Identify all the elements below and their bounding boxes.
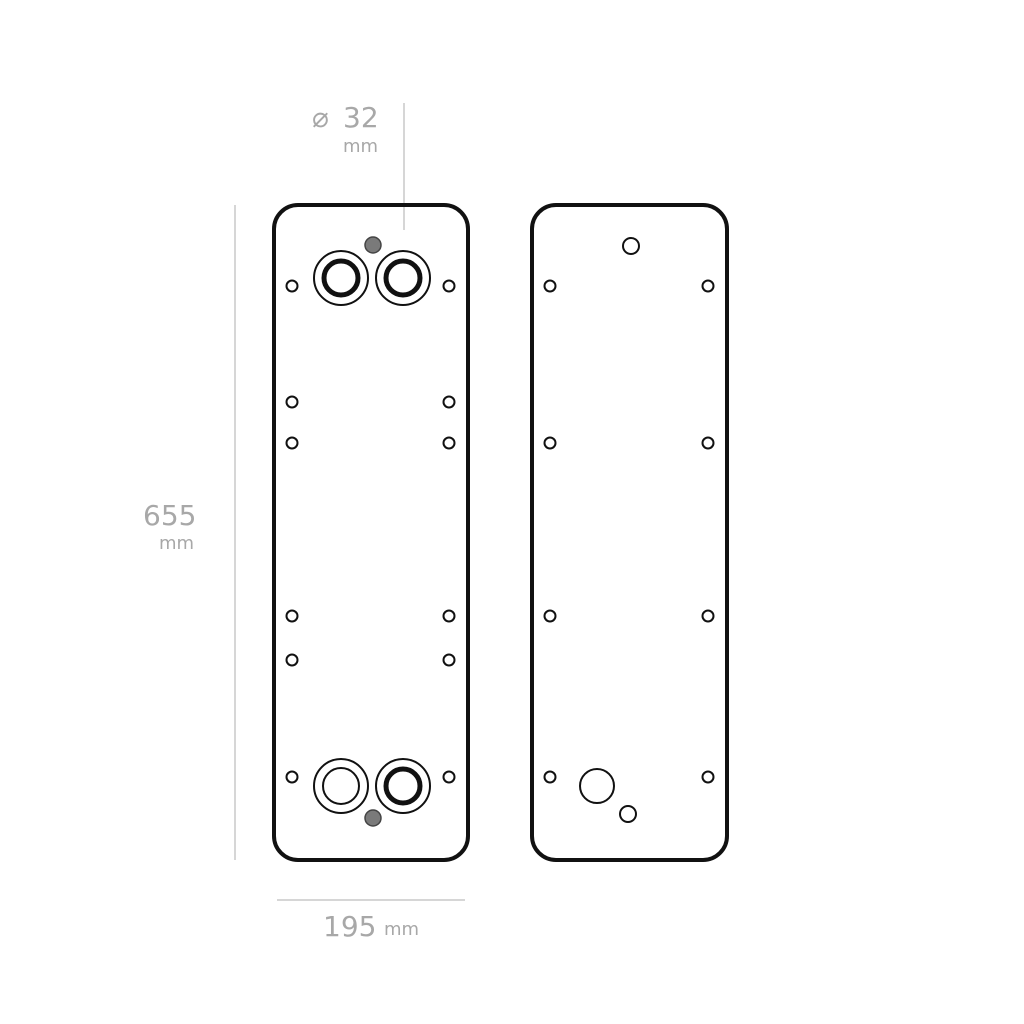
- port-inner: [383, 258, 423, 298]
- port-outer-ring: [375, 758, 431, 814]
- port-inner: [322, 767, 360, 805]
- sensor-dot: [364, 236, 382, 254]
- back-plate-outline: [530, 203, 729, 862]
- width-unit: mm: [384, 919, 419, 940]
- drain-hole: [579, 768, 615, 804]
- sensor-dot: [364, 809, 382, 827]
- width-value: 195: [323, 910, 376, 943]
- port-inner: [383, 766, 423, 806]
- height-value: 655: [143, 499, 196, 532]
- bolt-holes: [285, 279, 456, 784]
- port-outer-ring: [313, 758, 369, 814]
- front-plate: [272, 203, 470, 862]
- back-plate: [530, 203, 729, 862]
- bolt-holes: [543, 279, 715, 784]
- port-outer-ring: [375, 250, 431, 306]
- front-plate-outline: [272, 203, 470, 862]
- height-unit: mm: [159, 533, 194, 554]
- top-hole: [622, 237, 640, 255]
- diameter-unit: mm: [343, 136, 378, 157]
- small-hole: [619, 805, 637, 823]
- port-outer-ring: [313, 250, 369, 306]
- diameter-symbol: ⌀: [312, 101, 329, 134]
- port-inner: [321, 258, 361, 298]
- diameter-value: 32: [343, 101, 379, 134]
